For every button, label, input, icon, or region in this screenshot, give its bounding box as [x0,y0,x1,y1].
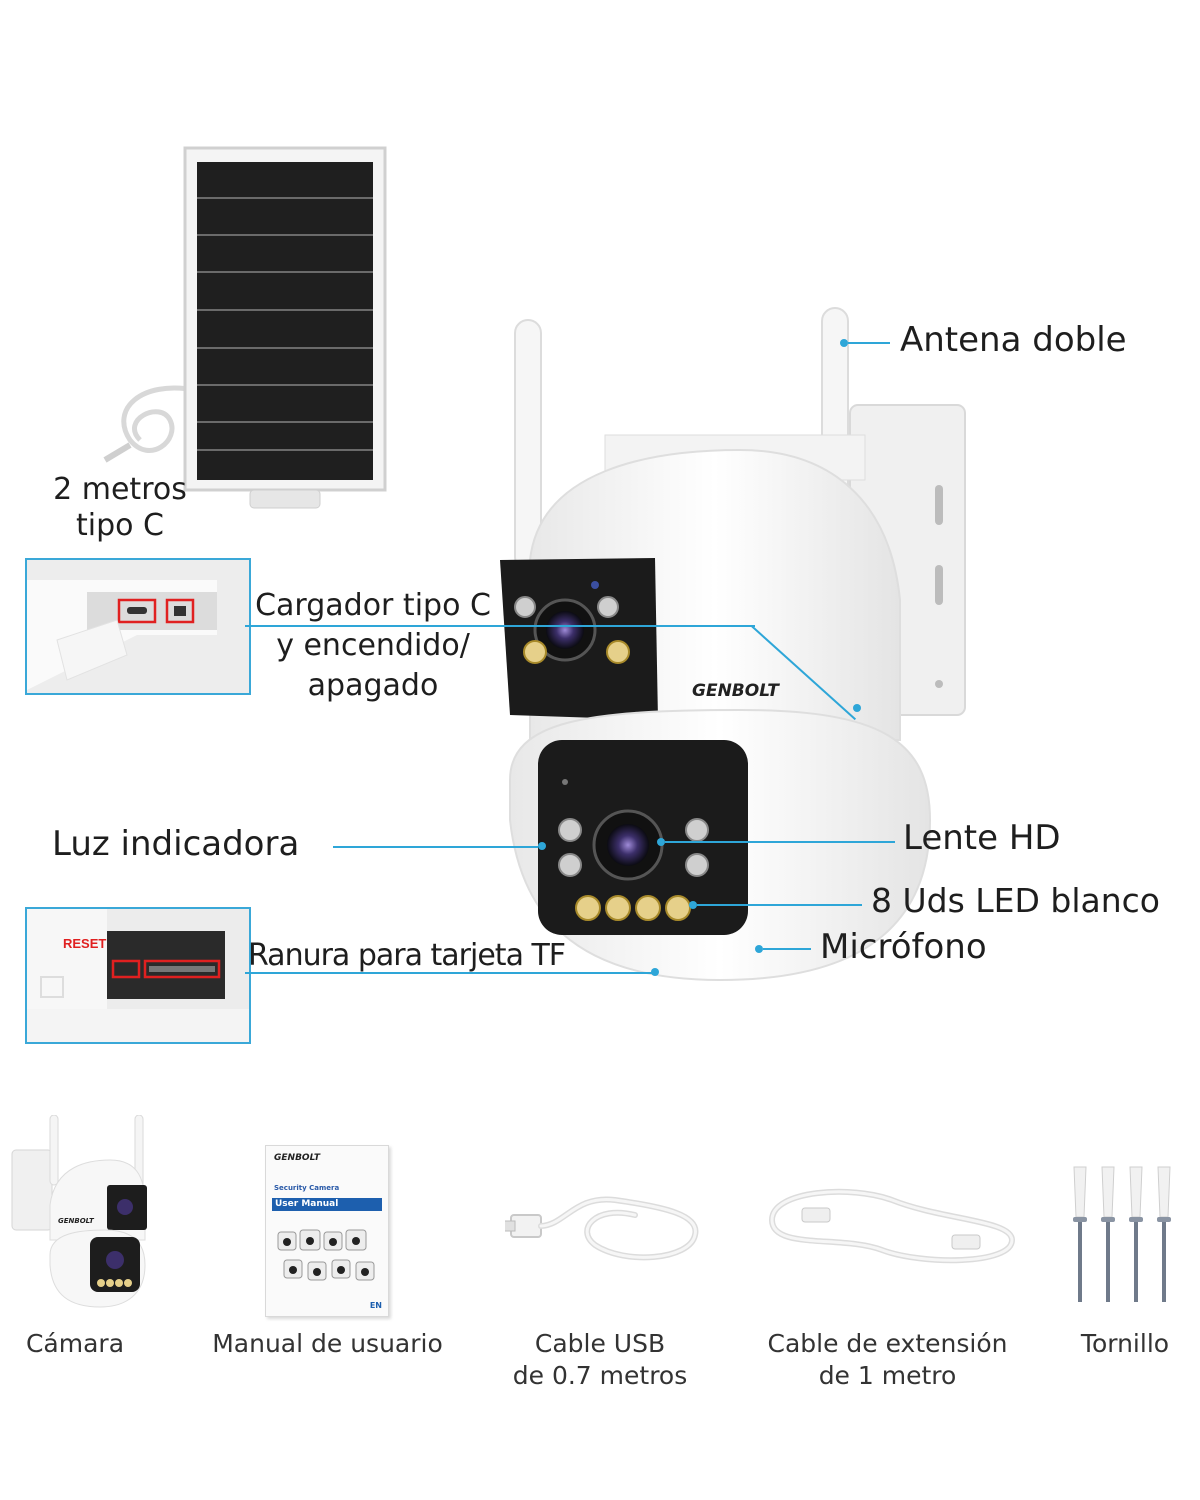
accessory-label-camera-line1: Cámara [25,1329,125,1358]
leds-leader [697,904,862,906]
callout-charger-line3: apagado [307,668,439,703]
callout-lens: Lente HD [903,818,1061,858]
indicator-pointer [538,842,546,850]
accessory-label-extension-line2: de 1 metro [818,1361,957,1390]
solar-cable-caption: 2 metros tipo C [40,472,200,544]
charger-pointer [853,704,861,712]
manual-title: User Manual [275,1199,339,1209]
callout-tf-slot: Ranura para tarjeta TF [248,938,566,973]
solar-panel-illustration [103,146,387,509]
accessory-label-camera: Cámara [0,1328,150,1360]
manual-cover-cameras [277,1229,375,1281]
accessory-label-manual: Manual de usuario [195,1328,460,1360]
main-camera-illustration: GENBOLT [500,307,966,982]
accessory-label-usb-line2: de 0.7 metros [512,1361,688,1390]
typec-port-illustration [27,560,249,693]
tf-leader [245,972,655,974]
lens-leader [665,841,895,843]
accessory-camera-image: GENBOLT [10,1114,150,1310]
svg-text:GENBOLT: GENBOLT [58,1217,95,1225]
manual-subtitle: Security Camera [274,1184,340,1192]
antenna-leader [848,342,890,344]
tf-pointer [651,968,659,976]
antenna-pointer [840,339,848,347]
main-camera: GENBOLT [480,300,1000,1000]
solar-panel [100,140,400,520]
accessory-label-usb-cable: Cable USB de 0.7 metros [490,1328,710,1392]
indicator-leader [333,846,538,848]
accessory-label-screws-line1: Tornillo [1080,1329,1170,1358]
solar-cable-caption-line1: 2 metros [53,472,187,507]
manual-lang: EN [369,1301,382,1310]
leds-pointer [689,901,697,909]
lens-pointer [657,838,665,846]
callout-mic: Micrófono [820,927,987,967]
camera-brand-logo: GENBOLT [692,681,780,701]
accessory-label-screws: Tornillo [1055,1328,1195,1360]
accessory-label-extension-cable: Cable de extensión de 1 metro [745,1328,1030,1392]
inset-tf-slot [25,907,251,1044]
mic-leader [763,948,811,950]
manual-brand: GENBOLT [274,1153,320,1163]
callout-charger-line1: Cargador tipo C [255,588,491,623]
callout-charger: Cargador tipo C y encendido/ apagado [248,586,498,706]
callout-indicator: Luz indicadora [52,824,300,864]
callout-antenna: Antena doble [900,320,1127,360]
accessory-extension-cable-image [762,1180,1022,1275]
accessory-label-extension-line1: Cable de extensión [767,1329,1008,1358]
solar-cable-caption-line2: tipo C [76,508,164,543]
inset-typec-port [25,558,251,695]
accessory-screws-image [1068,1162,1180,1310]
accessory-manual-image: GENBOLT Security Camera User Manual EN [265,1145,389,1317]
manual-title-bar: User Manual [272,1198,382,1211]
reset-label: RESET [63,936,107,951]
accessory-label-manual-line1: Manual de usuario [212,1329,443,1358]
mic-pointer [755,945,763,953]
accessory-label-usb-line1: Cable USB [534,1329,666,1358]
charger-leader [245,625,755,627]
tf-slot-illustration [27,909,249,1042]
callout-leds: 8 Uds LED blanco [871,881,1160,920]
accessory-usb-cable-image [500,1185,705,1275]
callout-charger-line2: y encendido/ [276,628,470,663]
